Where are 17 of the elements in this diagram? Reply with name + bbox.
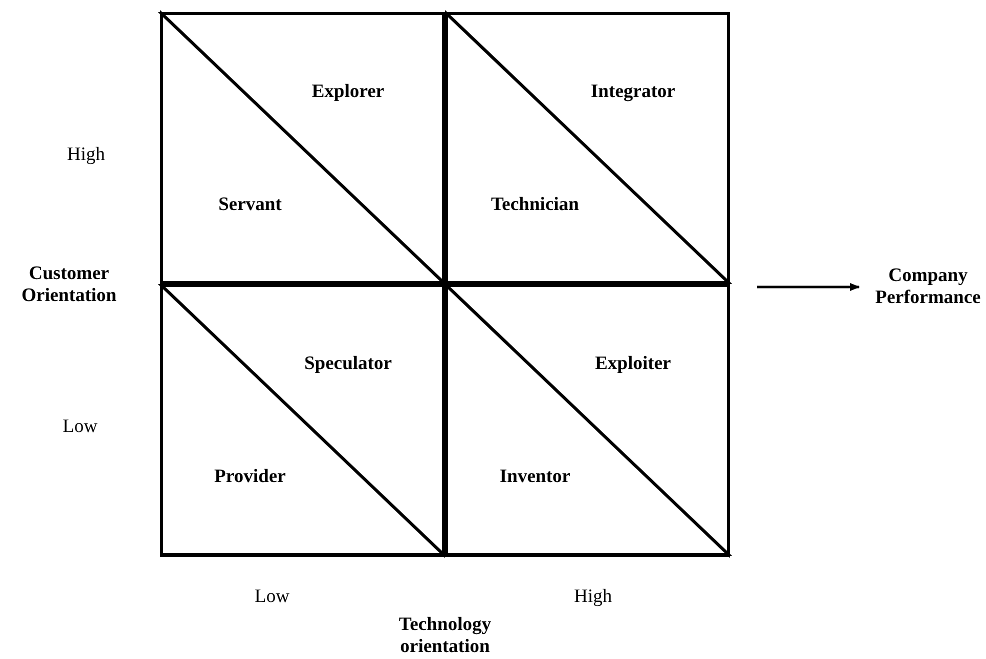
type-label: Speculator xyxy=(304,353,392,375)
type-label: Provider xyxy=(214,466,286,488)
axis-title: Customer Orientation xyxy=(20,263,118,307)
type-label: Explorer xyxy=(312,81,384,103)
type-label: Integrator xyxy=(590,81,676,103)
type-label: Technician xyxy=(491,194,579,216)
type-label: Servant xyxy=(218,194,282,216)
arrow xyxy=(757,283,860,291)
outcome-label: Company Performance xyxy=(863,265,986,309)
type-label: Exploiter xyxy=(595,353,671,375)
axis-level-label: Low xyxy=(254,586,290,608)
axis-level-label: Low xyxy=(62,416,98,438)
axis-level-label: High xyxy=(67,144,105,166)
axis-level-label: High xyxy=(574,586,612,608)
matrix-grid xyxy=(160,12,730,557)
axis-title: Technology orientation xyxy=(398,614,492,658)
type-label: Inventor xyxy=(500,466,570,488)
